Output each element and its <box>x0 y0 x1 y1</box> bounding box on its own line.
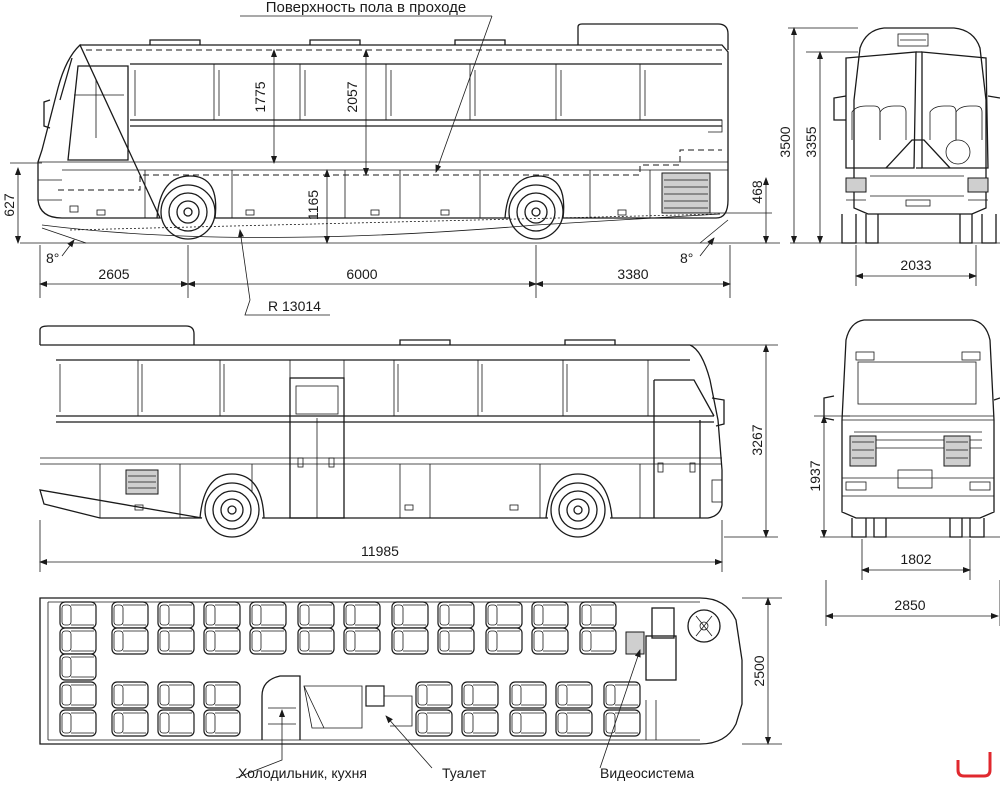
dim-2057: 2057 <box>344 81 360 112</box>
rear-view: 1937 1802 2850 <box>807 319 1000 626</box>
label-video: Видеосистема <box>600 765 694 781</box>
label-toilet: Туалет <box>442 765 487 781</box>
dim-2850: 2850 <box>894 597 925 613</box>
dim-2500: 2500 <box>751 655 767 686</box>
dim-2033: 2033 <box>900 257 931 273</box>
label-angle-front: 8° <box>46 250 59 266</box>
dim-3500: 3500 <box>777 126 793 157</box>
dim-6000: 6000 <box>346 266 377 282</box>
label-angle-rear: 8° <box>680 250 693 266</box>
dim-2605: 2605 <box>98 266 129 282</box>
dim-1165: 1165 <box>305 190 321 220</box>
label-radius: R 13014 <box>268 298 321 314</box>
dim-11985: 11985 <box>361 543 399 559</box>
dim-3380: 3380 <box>617 266 648 282</box>
side-view-middle: 3267 11985 <box>39 325 778 572</box>
corner-mark-icon <box>956 752 992 778</box>
label-floor-surface: Поверхность пола в проходе <box>266 0 467 16</box>
plan-view: 2500 Холодильник, кухня Туалет Видеосист… <box>39 597 782 781</box>
dim-468: 468 <box>749 180 765 204</box>
front-view: 3500 3355 2033 <box>777 27 1000 286</box>
dim-627: 627 <box>1 193 17 217</box>
seats-upper <box>111 601 617 655</box>
dim-3355: 3355 <box>803 126 819 157</box>
dim-1937: 1937 <box>807 460 823 491</box>
dim-1802: 1802 <box>900 551 931 567</box>
dim-3267: 3267 <box>749 424 765 455</box>
side-view-top: 627 1775 2057 1165 468 Поверхность пола … <box>1 0 780 316</box>
dim-1775: 1775 <box>252 81 268 112</box>
label-fridge-kitchen: Холодильник, кухня <box>238 765 367 781</box>
